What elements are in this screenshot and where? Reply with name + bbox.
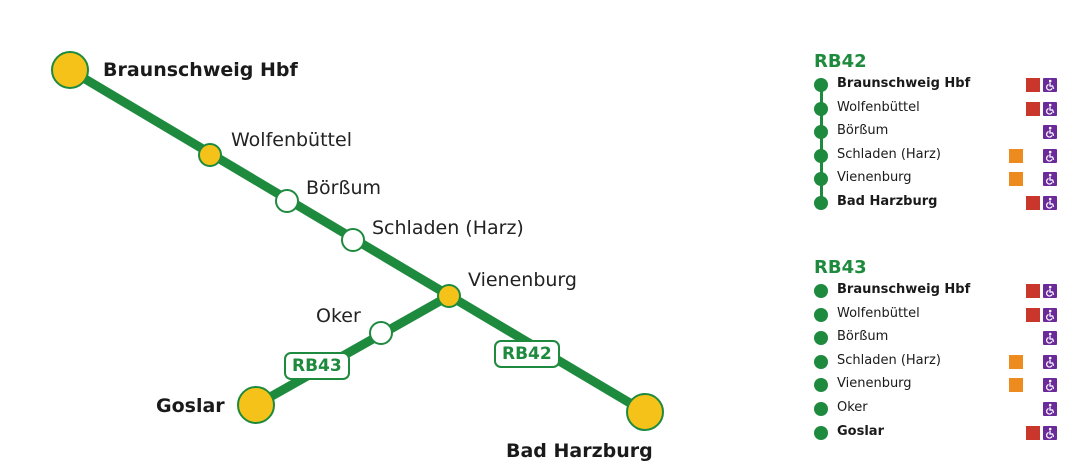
legend-station-name: Bad Harzburg bbox=[837, 193, 938, 209]
wheelchair-icon bbox=[1043, 378, 1057, 393]
legend-station-row[interactable]: Braunschweig Hbf bbox=[812, 279, 1072, 303]
station-dot-icon bbox=[814, 125, 828, 140]
red-marker-icon bbox=[1026, 284, 1040, 298]
station-dot-icon bbox=[814, 148, 828, 163]
station-goslar-marker[interactable] bbox=[237, 386, 275, 424]
label-bad-harzburg: Bad Harzburg bbox=[506, 440, 653, 462]
legend-station-row[interactable]: Braunschweig Hbf bbox=[812, 73, 1072, 97]
station-dot-icon bbox=[814, 401, 828, 416]
station-schladen-marker[interactable] bbox=[341, 228, 365, 252]
label-goslar: Goslar bbox=[156, 395, 225, 417]
station-wolfenbuettel-marker[interactable] bbox=[198, 143, 222, 167]
legend-station-row[interactable]: Schladen (Harz) bbox=[812, 350, 1072, 374]
stations bbox=[51, 51, 664, 431]
wheelchair-icon bbox=[1043, 401, 1057, 416]
station-dot-icon bbox=[814, 425, 828, 440]
wheelchair-icon bbox=[1043, 125, 1057, 140]
orange-marker-icon bbox=[1009, 354, 1023, 369]
station-dot-icon bbox=[814, 354, 828, 369]
station-dot-icon bbox=[814, 307, 828, 322]
wheelchair-icon bbox=[1043, 331, 1057, 346]
badge-rb43: RB43 bbox=[284, 352, 350, 380]
label-braunschweig: Braunschweig Hbf bbox=[103, 59, 298, 81]
orange-marker-icon bbox=[1009, 172, 1023, 187]
legend-station-row[interactable]: Börßum bbox=[812, 326, 1072, 350]
wheelchair-icon bbox=[1043, 307, 1057, 322]
station-oker-marker[interactable] bbox=[369, 321, 393, 345]
station-dot-icon bbox=[814, 172, 828, 187]
legend-station-name: Wolfenbüttel bbox=[837, 305, 920, 321]
badge-rb42: RB42 bbox=[494, 340, 560, 368]
label-schladen: Schladen (Harz) bbox=[372, 217, 524, 239]
red-marker-icon bbox=[1026, 307, 1040, 322]
legend-station-name: Schladen (Harz) bbox=[837, 352, 941, 368]
legend-station-row[interactable]: Vienenburg bbox=[812, 373, 1072, 397]
legend-station-row[interactable]: Bad Harzburg bbox=[812, 191, 1072, 215]
legend-station-name: Oker bbox=[837, 399, 868, 415]
legend-title: RB43 bbox=[814, 257, 867, 278]
label-oker: Oker bbox=[316, 305, 361, 327]
station-dot-icon bbox=[814, 378, 828, 393]
station-boerssum-marker[interactable] bbox=[275, 189, 299, 213]
red-marker-icon bbox=[1026, 425, 1040, 440]
legend-station-name: Vienenburg bbox=[837, 170, 912, 186]
legend-station-row[interactable]: Börßum bbox=[812, 120, 1072, 144]
legend-station-row[interactable]: Oker bbox=[812, 397, 1072, 421]
wheelchair-icon bbox=[1043, 78, 1057, 92]
label-wolfenbuettel: Wolfenbüttel bbox=[231, 129, 352, 151]
station-dot-icon bbox=[814, 331, 828, 346]
label-vienenburg: Vienenburg bbox=[468, 269, 577, 291]
wheelchair-icon bbox=[1043, 425, 1057, 440]
label-boerssum: Börßum bbox=[306, 177, 381, 199]
wheelchair-icon bbox=[1043, 195, 1057, 210]
legend-line-connector bbox=[819, 85, 823, 203]
legend-station-name: Börßum bbox=[837, 123, 889, 139]
wheelchair-icon bbox=[1043, 172, 1057, 187]
wheelchair-icon bbox=[1043, 148, 1057, 163]
red-marker-icon bbox=[1026, 195, 1040, 210]
station-bad-harzburg-marker[interactable] bbox=[626, 393, 664, 431]
legend-station-row[interactable]: Wolfenbüttel bbox=[812, 303, 1072, 327]
station-dot-icon bbox=[814, 78, 828, 92]
legend-station-row[interactable]: Goslar bbox=[812, 421, 1072, 445]
legend-station-name: Schladen (Harz) bbox=[837, 146, 941, 162]
wheelchair-icon bbox=[1043, 284, 1057, 298]
legend-station-name: Wolfenbüttel bbox=[837, 99, 920, 115]
legend-station-row[interactable]: Vienenburg bbox=[812, 167, 1072, 191]
station-dot-icon bbox=[814, 195, 828, 210]
wheelchair-icon bbox=[1043, 354, 1057, 369]
legend-station-name: Braunschweig Hbf bbox=[837, 76, 971, 91]
legend-station-row[interactable]: Wolfenbüttel bbox=[812, 97, 1072, 121]
station-dot-icon bbox=[814, 284, 828, 298]
station-vienenburg-marker[interactable] bbox=[437, 284, 461, 308]
station-braunschweig-marker[interactable] bbox=[51, 51, 89, 89]
orange-marker-icon bbox=[1009, 378, 1023, 393]
legend-station-name: Braunschweig Hbf bbox=[837, 282, 971, 297]
legend-station-row[interactable]: Schladen (Harz) bbox=[812, 144, 1072, 168]
red-marker-icon bbox=[1026, 101, 1040, 116]
legend-station-name: Goslar bbox=[837, 423, 884, 439]
red-marker-icon bbox=[1026, 78, 1040, 92]
orange-marker-icon bbox=[1009, 148, 1023, 163]
station-dot-icon bbox=[814, 101, 828, 116]
legend-title: RB42 bbox=[814, 51, 867, 72]
legend-station-name: Börßum bbox=[837, 329, 889, 345]
wheelchair-icon bbox=[1043, 101, 1057, 116]
line-rb43-segment bbox=[251, 291, 454, 410]
legend-station-name: Vienenburg bbox=[837, 376, 912, 392]
